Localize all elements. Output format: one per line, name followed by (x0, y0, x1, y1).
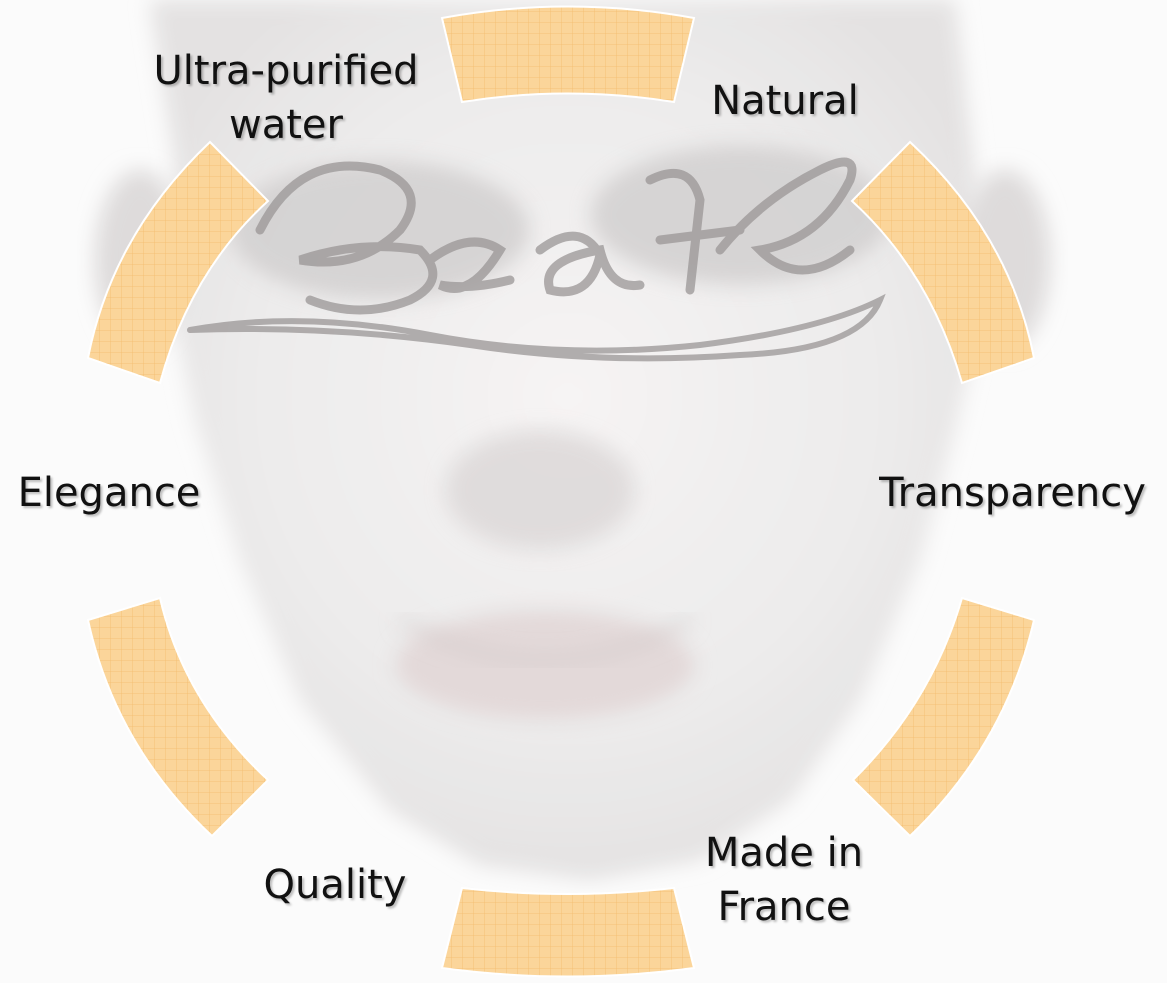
label-ultra-purified-water: Ultra-purified water (136, 44, 436, 152)
segment-bottom (442, 888, 694, 977)
label-quality: Quality (240, 858, 430, 912)
label-ultra-purified-water-line1: Ultra-purified (136, 44, 436, 98)
segment-top (442, 7, 694, 103)
label-made-in-france-line2: France (686, 880, 882, 934)
label-transparency: Transparency (858, 466, 1167, 520)
label-ultra-purified-water-line2: water (136, 98, 436, 152)
label-made-in-france-line1: Made in (686, 826, 882, 880)
label-made-in-france: Made in France (686, 826, 882, 934)
label-elegance: Elegance (4, 466, 214, 520)
label-natural: Natural (690, 74, 880, 128)
